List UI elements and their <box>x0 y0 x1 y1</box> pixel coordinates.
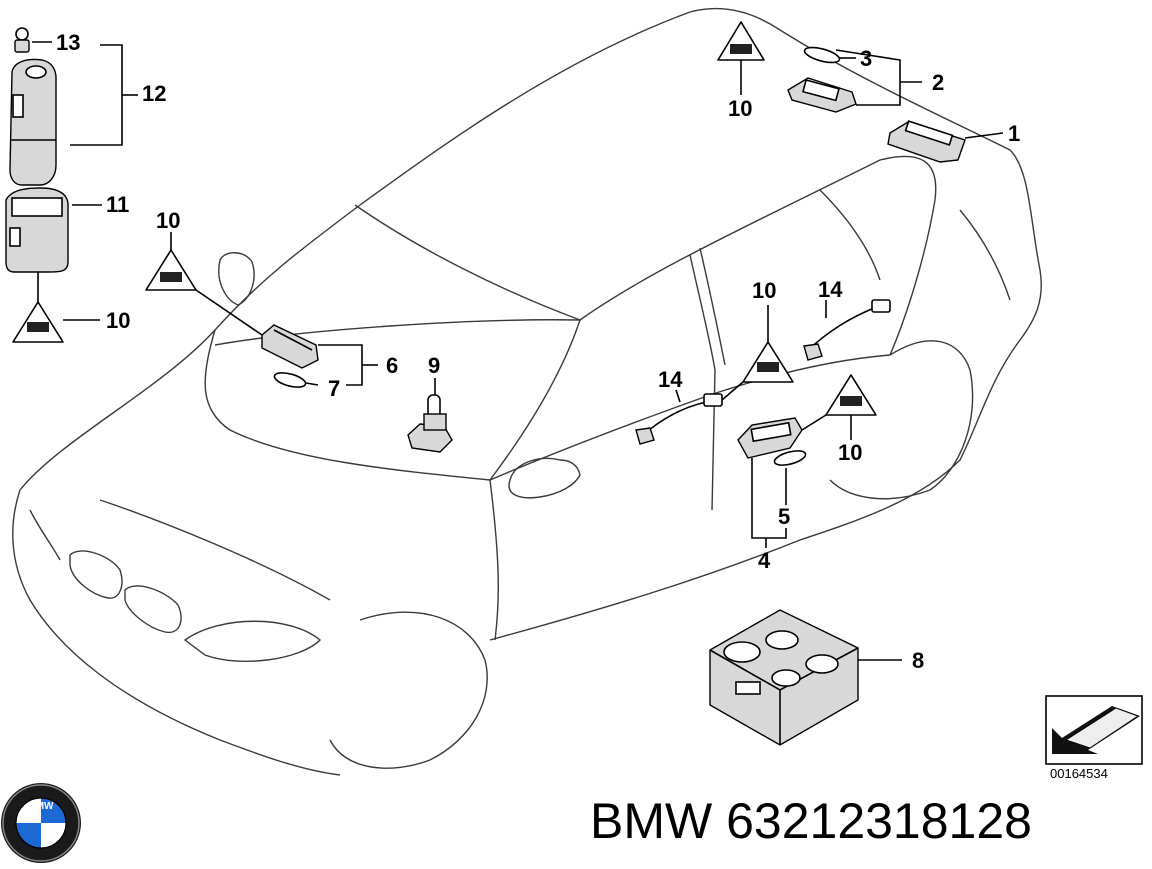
callout-10-left-lower: 10 <box>106 308 130 333</box>
bulb-7 <box>273 372 307 388</box>
callout-12: 12 <box>142 81 166 106</box>
callout-10-middle: 10 <box>752 278 776 303</box>
callout-14-left: 14 <box>658 367 683 392</box>
bulb-13 <box>14 27 30 53</box>
callout-6: 6 <box>386 353 398 378</box>
control-unit-8 <box>709 609 859 746</box>
callout-2: 2 <box>932 70 944 95</box>
car-outline <box>12 7 1042 776</box>
callouts: 1 2 3 4 5 6 7 8 9 10 10 10 10 10 11 12 1… <box>56 30 1020 673</box>
cable-14-right <box>803 299 891 361</box>
dome-light-2 <box>787 77 857 113</box>
callout-14-right: 14 <box>818 277 843 302</box>
reference-arrow-box <box>1045 695 1143 765</box>
callout-10-left-upper: 10 <box>156 208 180 233</box>
warning-triangle-icon <box>717 21 765 61</box>
bulb-socket-9 <box>407 394 453 453</box>
warning-triangle-icon <box>742 341 794 383</box>
callout-11: 11 <box>106 192 129 217</box>
callout-9: 9 <box>428 353 440 378</box>
lamp-6 <box>261 324 319 369</box>
reference-number: 00164534 <box>1050 766 1108 781</box>
callout-10-right: 10 <box>838 440 862 465</box>
door-light-4 <box>737 417 803 459</box>
bulb-3 <box>803 46 841 64</box>
interior-light-1 <box>887 120 966 163</box>
callout-7: 7 <box>328 376 340 401</box>
bmw-logo: BMW <box>1 783 81 863</box>
callout-1: 1 <box>1008 121 1020 146</box>
warning-triangle-icon <box>12 301 64 343</box>
part-number-caption: BMW 63212318128 <box>590 793 1032 849</box>
light-module-12 <box>9 58 57 186</box>
light-module-11 <box>5 187 69 273</box>
leader-lines <box>32 41 1004 661</box>
callout-8: 8 <box>912 648 924 673</box>
callout-3: 3 <box>860 46 872 71</box>
warning-triangle-icon <box>825 374 877 416</box>
callout-13: 13 <box>56 30 80 55</box>
bulb-5 <box>773 450 807 466</box>
callout-4: 4 <box>758 548 771 573</box>
warning-triangle-icon <box>145 249 197 291</box>
callout-10-top: 10 <box>728 96 752 121</box>
callout-5: 5 <box>778 504 790 529</box>
bmw-logo-text: BMW <box>29 801 55 812</box>
